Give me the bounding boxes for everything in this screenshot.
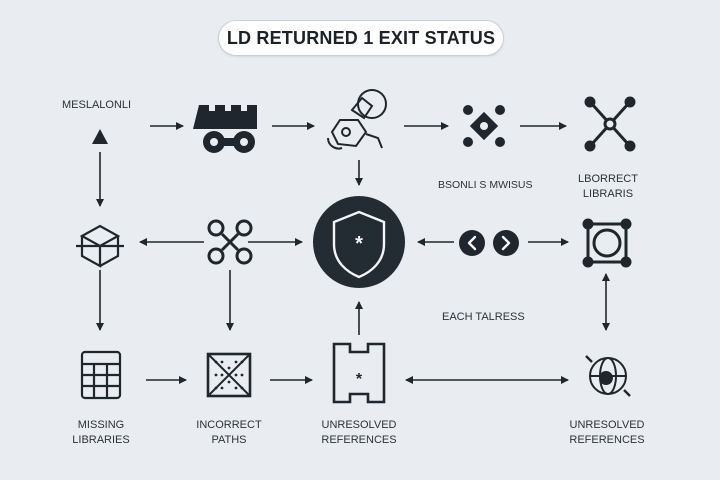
page-title: LD RETURNED 1 EXIT STATUS	[218, 20, 504, 56]
label-incorrect-libraries-line2: LIBRARIS	[582, 188, 634, 200]
crossed-tools-icon	[584, 96, 636, 152]
label-network: BSONLI S MWISUS	[438, 179, 533, 191]
library-grid-icon	[80, 350, 122, 400]
nav-pill	[455, 229, 525, 257]
network-nodes-icon	[463, 105, 505, 147]
label-missing-line1: MISSING	[77, 419, 125, 431]
svg-text:*: *	[355, 233, 363, 255]
document-asterisk-icon: *	[332, 342, 386, 404]
warning-triangle-icon	[92, 129, 108, 144]
robot-arm-icon	[327, 89, 387, 150]
label-start: MESLALONLI	[62, 99, 132, 111]
chevron-left-icon[interactable]	[459, 230, 485, 256]
label-unresolved-references-2: UNRESOLVED REFERENCES	[564, 418, 650, 448]
label-unres2-line1: UNRESOLVED	[569, 419, 645, 431]
svg-text:*: *	[356, 371, 363, 388]
frame-corners-icon	[582, 218, 632, 268]
open-box-icon	[76, 224, 124, 268]
label-missing-libraries: MISSING LIBRARIES	[62, 418, 140, 448]
label-unres1-line1: UNRESOLVED	[321, 419, 397, 431]
label-missing-line2: LIBRARIES	[72, 434, 130, 446]
label-unres1-line2: REFERENCES	[321, 434, 397, 446]
label-incorrect-paths: INCORRECT PATHS	[190, 418, 268, 448]
connectors	[96, 122, 610, 384]
label-incorrect-libraries-line1: LBORRECT	[578, 173, 638, 185]
label-each-tables: EACH TALRESS	[442, 311, 525, 323]
label-unresolved-references-1: UNRESOLVED REFERENCES	[316, 418, 402, 448]
label-paths-line1: INCORRECT	[196, 419, 262, 431]
chevron-right-icon[interactable]	[493, 230, 519, 256]
label-paths-line2: PATHS	[211, 434, 247, 446]
globe-target-icon	[585, 355, 631, 397]
blocks-cassette-icon	[193, 105, 257, 153]
paths-pattern-icon	[206, 352, 252, 398]
molecule-icon	[207, 219, 253, 265]
shield-asterisk-icon: *	[313, 196, 405, 288]
label-unres2-line2: REFERENCES	[569, 434, 645, 446]
label-incorrect-libraries: LBORRECT LIBRARIS	[572, 172, 644, 202]
